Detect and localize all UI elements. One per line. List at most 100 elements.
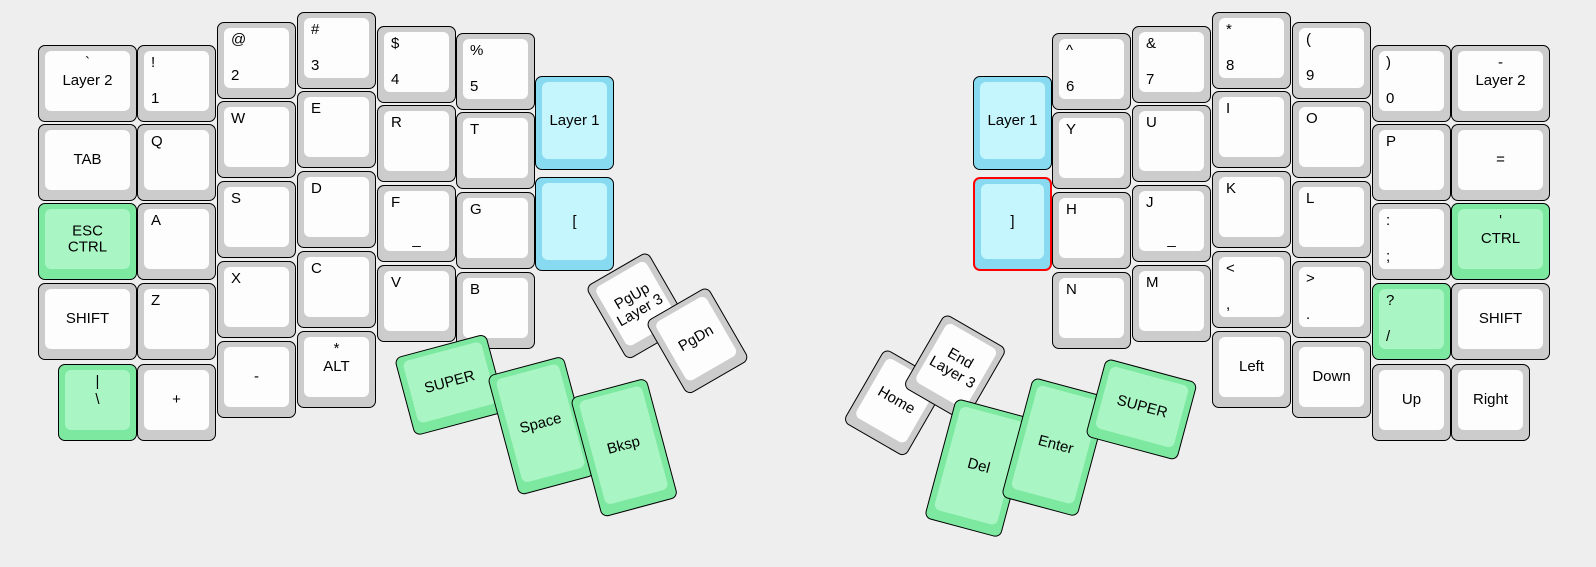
key-r-up[interactable]: Up xyxy=(1372,364,1451,441)
key-r-equal[interactable]: = xyxy=(1451,124,1550,201)
key-l-f[interactable]: F_ xyxy=(377,185,456,262)
key-r-k[interactable]: K xyxy=(1212,171,1291,248)
keycap-l-w: W xyxy=(224,107,289,167)
key-r-period[interactable]: >. xyxy=(1292,261,1371,338)
key-r-comma[interactable]: <, xyxy=(1212,251,1291,328)
key-r-right[interactable]: Right xyxy=(1451,364,1530,441)
keycap-r-p: P xyxy=(1379,130,1444,190)
keycap-r-bracket-right: ] xyxy=(981,184,1044,259)
key-l-shift[interactable]: SHIFT xyxy=(38,283,137,360)
keycap-r-end-layer3: End Layer 3 xyxy=(914,321,999,410)
key-legend: > xyxy=(1306,270,1315,287)
key-l-tab[interactable]: TAB xyxy=(38,124,137,201)
key-legend: 2 xyxy=(231,67,240,85)
key-l-s[interactable]: S xyxy=(217,181,296,258)
key-legend: 7 xyxy=(1146,71,1155,89)
key-l-1[interactable]: !1 xyxy=(137,45,216,122)
key-r-bracket-right[interactable]: ] xyxy=(973,177,1052,271)
key-r-7[interactable]: &7 xyxy=(1132,26,1211,103)
key-legend: Layer 1 xyxy=(549,111,600,129)
key-l-minus[interactable]: - xyxy=(217,341,296,418)
key-l-3[interactable]: #3 xyxy=(297,12,376,89)
key-l-g[interactable]: G xyxy=(456,192,535,269)
key-r-y[interactable]: Y xyxy=(1052,112,1131,189)
keycap-l-3: #3 xyxy=(304,18,369,78)
key-r-minus-layer2[interactable]: -Layer 2 xyxy=(1451,45,1550,122)
keycap-l-bksp: Bksp xyxy=(578,385,669,506)
key-r-super[interactable]: SUPER xyxy=(1085,358,1198,461)
key-legend: ALT xyxy=(323,358,350,376)
key-l-grave-layer2[interactable]: `Layer 2 xyxy=(38,45,137,122)
key-r-6[interactable]: ^6 xyxy=(1052,33,1131,110)
key-l-bracket-left[interactable]: [ xyxy=(535,177,614,271)
keycap-r-slash: ?/ xyxy=(1379,289,1444,349)
key-l-plus[interactable]: + xyxy=(137,364,216,441)
key-r-left[interactable]: Left xyxy=(1212,331,1291,408)
keycap-l-layer1: Layer 1 xyxy=(542,82,607,159)
key-l-pipe-backslash[interactable]: |\ xyxy=(58,364,137,441)
key-l-w[interactable]: W xyxy=(217,101,296,178)
key-legend: Layer 2 xyxy=(62,72,113,90)
key-r-semicolon[interactable]: :; xyxy=(1372,203,1451,280)
key-l-d[interactable]: D xyxy=(297,171,376,248)
key-r-layer1[interactable]: Layer 1 xyxy=(973,76,1052,170)
key-r-l[interactable]: L xyxy=(1292,181,1371,258)
key-r-m[interactable]: M xyxy=(1132,265,1211,342)
key-l-4[interactable]: $4 xyxy=(377,26,456,103)
key-legend: Y xyxy=(1066,121,1077,138)
key-legend: = xyxy=(1496,151,1505,169)
key-r-p[interactable]: P xyxy=(1372,124,1451,201)
key-r-n[interactable]: N xyxy=(1052,272,1131,349)
key-l-a[interactable]: A xyxy=(137,203,216,280)
key-l-c[interactable]: C xyxy=(297,251,376,328)
key-r-u[interactable]: U xyxy=(1132,105,1211,182)
key-r-quote-ctrl[interactable]: 'CTRL xyxy=(1451,203,1550,280)
keycap-r-comma: <, xyxy=(1219,257,1284,317)
key-l-star-alt[interactable]: *ALT xyxy=(297,331,376,408)
key-l-v[interactable]: V xyxy=(377,265,456,342)
key-r-h[interactable]: H xyxy=(1052,192,1131,269)
key-legend: ; xyxy=(1386,248,1391,266)
key-r-9[interactable]: (9 xyxy=(1292,22,1371,99)
key-legend: Bksp xyxy=(605,432,642,458)
keycap-l-e: E xyxy=(304,97,369,157)
key-l-bksp[interactable]: Bksp xyxy=(570,377,679,518)
key-r-i[interactable]: I xyxy=(1212,91,1291,168)
key-l-b[interactable]: B xyxy=(456,272,535,349)
key-l-r[interactable]: R xyxy=(377,105,456,182)
key-legend: 0 xyxy=(1386,90,1395,108)
key-r-enter[interactable]: Enter xyxy=(1000,377,1110,518)
keycap-r-left: Left xyxy=(1219,337,1284,397)
key-r-o[interactable]: O xyxy=(1292,101,1371,178)
key-l-z[interactable]: Z xyxy=(137,283,216,360)
keycap-r-right: Right xyxy=(1458,370,1523,430)
key-legend: Layer 1 xyxy=(987,111,1038,129)
key-legend: , xyxy=(1226,296,1231,314)
key-r-j[interactable]: J_ xyxy=(1132,185,1211,262)
key-legend: + xyxy=(172,391,181,409)
key-legend: _ xyxy=(1167,231,1176,249)
key-r-down[interactable]: Down xyxy=(1292,341,1371,418)
keycap-l-bracket-left: [ xyxy=(542,183,607,260)
key-l-5[interactable]: %5 xyxy=(456,33,535,110)
key-r-0[interactable]: )0 xyxy=(1372,45,1451,122)
key-r-8[interactable]: *8 xyxy=(1212,12,1291,89)
keycap-l-super: SUPER xyxy=(402,341,498,424)
key-r-shift[interactable]: SHIFT xyxy=(1451,283,1550,360)
key-legend: ' xyxy=(1499,212,1502,229)
key-l-t[interactable]: T xyxy=(456,112,535,189)
key-l-2[interactable]: @2 xyxy=(217,22,296,99)
key-r-slash[interactable]: ?/ xyxy=(1372,283,1451,360)
key-legend: < xyxy=(1226,260,1235,277)
key-l-e[interactable]: E xyxy=(297,91,376,168)
key-legend: V xyxy=(391,274,402,291)
key-legend: SHIFT xyxy=(65,310,110,328)
key-l-q[interactable]: Q xyxy=(137,124,216,201)
key-l-layer1[interactable]: Layer 1 xyxy=(535,76,614,170)
key-legend: [ xyxy=(572,212,577,230)
key-l-esc-ctrl[interactable]: ESC CTRL xyxy=(38,203,137,280)
key-l-x[interactable]: X xyxy=(217,261,296,338)
keycap-l-a: A xyxy=(144,209,209,269)
keycap-l-space: Space xyxy=(495,363,586,484)
keycap-l-d: D xyxy=(304,177,369,237)
